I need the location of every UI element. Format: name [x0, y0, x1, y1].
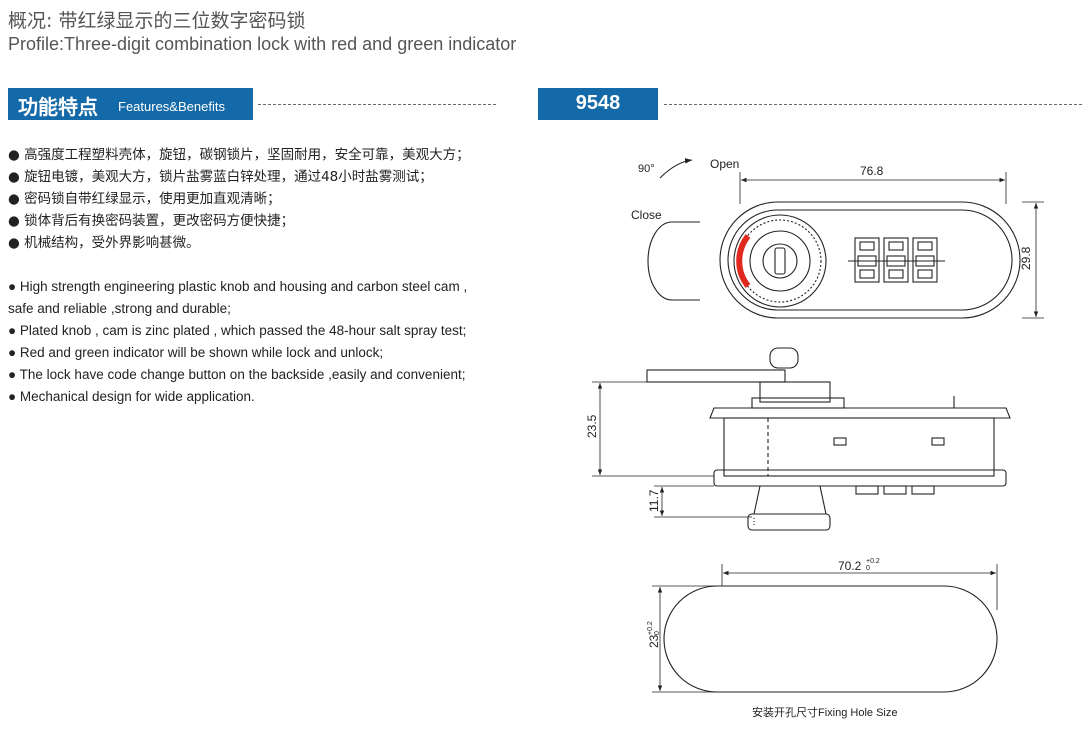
hole-height-tol-lower: 0: [654, 631, 661, 635]
fixing-hole-outline: [663, 585, 998, 693]
feature-item-en: ● Plated knob , cam is zinc plated , whi…: [8, 323, 467, 338]
housing-outer: [719, 201, 1021, 319]
dim-height-label: 29.8: [1019, 246, 1033, 270]
feature-item-en: ● High strength engineering plastic knob…: [8, 279, 468, 316]
housing-inner: [727, 209, 1013, 311]
title-chinese: 概况: 带红绿显示的三位数字密码锁: [8, 10, 306, 32]
body: [723, 417, 995, 477]
feature-item-cn: ● 高强度工程塑料壳体，旋钮，碳钢锁片，坚固耐用，安全可靠，美观大方；: [8, 147, 470, 163]
red-indicator: [736, 234, 751, 288]
title-english: Profile:Three-digit combination lock wit…: [8, 34, 517, 54]
feature-item-en: ● The lock have code change button on th…: [8, 367, 466, 382]
features-banner: 功能特点 Features&Benefits: [8, 88, 253, 120]
hole-height-tol-upper: +0.2: [647, 621, 654, 635]
dim-knob: [654, 485, 752, 518]
dim-depth-label: 23.5: [585, 414, 599, 438]
keyway-slot: [774, 247, 786, 275]
front-view: [647, 201, 1021, 319]
feature-item-cn: ● 旋钮电镀，美观大方，锁片盐雾蓝白锌处理，通过48小时盐雾测试；: [8, 169, 433, 185]
open-label: Open: [710, 157, 739, 171]
hole-height-label: 23: [647, 634, 661, 648]
knob-neck: [753, 485, 827, 515]
features-list-en: ● High strength engineering plastic knob…: [8, 276, 478, 408]
model-banner: 9548: [538, 88, 658, 120]
bezel-bottom: [713, 469, 1007, 487]
dim-width: [739, 172, 1007, 204]
cam-mount: [759, 381, 831, 403]
dim-knob-label: 11.7: [647, 489, 661, 512]
divider-dashed-right: [664, 104, 1082, 105]
dim-height: [1022, 201, 1044, 319]
dim-hole-width: [721, 564, 998, 610]
code-button: [833, 437, 847, 446]
knob-knurl: [738, 219, 822, 303]
code-button: [931, 437, 945, 446]
feature-item-cn: ● 密码锁自带红绿显示，使用更加直观清晰；: [8, 191, 281, 207]
divider-dashed-left: [258, 104, 496, 105]
hole-width-tol-lower: 0: [866, 565, 870, 572]
knob-outer: [733, 214, 827, 308]
cam-latch: [647, 221, 700, 301]
feature-item-cn: ● 机械结构，受外界影响甚微。: [8, 235, 200, 251]
fixing-hole-caption: 安装开孔尺寸Fixing Hole Size: [752, 705, 897, 719]
features-heading-en: Features&Benefits: [118, 99, 225, 114]
knob-face: [749, 230, 811, 292]
cam-plate: [646, 369, 786, 383]
keyway-ring: [762, 243, 798, 279]
features-list-cn: ● 高强度工程塑料壳体，旋钮，碳钢锁片，坚固耐用，安全可靠，美观大方； ● 旋钮…: [8, 144, 508, 254]
close-label: Close: [631, 208, 662, 222]
side-view: [646, 347, 1011, 531]
hole-width-label: 70.2: [838, 559, 862, 573]
bezel-top: [709, 407, 1011, 419]
dim-width-label: 76.8: [860, 164, 884, 178]
spindle-top: [769, 347, 799, 369]
dial-wheels: [848, 237, 945, 283]
dim-depth: [592, 381, 714, 477]
rotation-arrow: [659, 158, 693, 179]
knob-base: [747, 513, 831, 531]
feature-item-en: ● Red and green indicator will be shown …: [8, 345, 384, 360]
model-number: 9548: [575, 92, 621, 114]
features-heading-cn: 功能特点: [18, 95, 98, 119]
dim-hole-height: [652, 585, 716, 693]
angle-label: 90°: [638, 163, 655, 175]
feature-item-cn: ● 锁体背后有换密码装置，更改密码方便快捷；: [8, 213, 295, 229]
hole-width-tol-upper: +0.2: [866, 558, 880, 565]
feature-item-en: ● Mechanical design for wide application…: [8, 389, 255, 404]
